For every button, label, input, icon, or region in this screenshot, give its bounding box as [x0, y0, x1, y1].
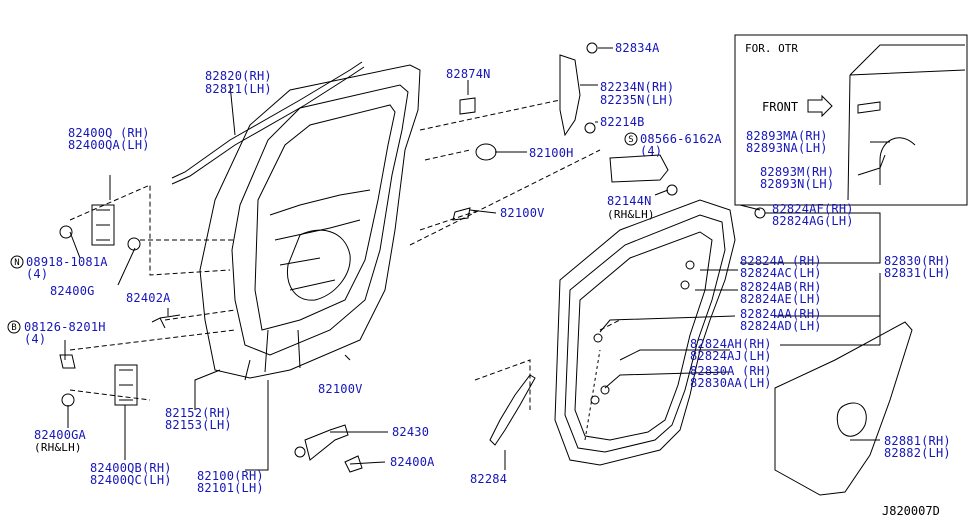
part-label-82824a: 82824A (RH)	[740, 254, 822, 268]
circle-s-marker: S	[628, 135, 633, 145]
part-label-82893m: 82893M(RH)	[760, 165, 835, 179]
part-label-82830a: 82830A (RH)	[690, 364, 772, 378]
part-label-82144n: 82144N	[607, 194, 652, 208]
door-weatherstrip	[554, 199, 736, 466]
part-label-82400qc: 82400QC(LH)	[90, 473, 172, 487]
door-check-link	[304, 424, 349, 461]
part-label-08126-qty: (4)	[24, 332, 47, 346]
partition-seal	[489, 374, 536, 446]
upper-molding	[609, 154, 669, 183]
part-label-82824ab: 82824AB(RH)	[740, 280, 822, 294]
part-label-82830aa: 82830AA(LH)	[690, 376, 772, 390]
part-label-82824ah: 82824AH(RH)	[690, 337, 772, 351]
circle-b-marker: B	[11, 323, 16, 333]
inset-car-body	[847, 44, 966, 201]
part-label-82400g: 82400G	[50, 284, 95, 298]
hinge-bolt-lower	[61, 393, 75, 407]
part-label-82824af: 82824AF(RH)	[772, 202, 854, 216]
part-label-08126: 08126-8201H	[24, 320, 106, 334]
door-shell-outline	[199, 64, 421, 379]
front-label: FRONT	[762, 100, 799, 114]
part-label-82234n: 82234N(RH)	[600, 80, 675, 94]
part-label-82824aa: 82824AA(RH)	[740, 307, 822, 321]
part-label-82893ma: 82893MA(RH)	[746, 129, 828, 143]
part-label-08566: 08566-6162A	[640, 132, 722, 146]
part-label-82881: 82881(RH)	[884, 434, 951, 448]
hinge-bolt-upper-right	[127, 237, 141, 251]
part-label-82893n: 82893N(LH)	[760, 177, 835, 191]
part-label-82831: 82831(LH)	[884, 266, 951, 280]
part-label-82830: 82830(RH)	[884, 254, 951, 268]
part-label-82153: 82153(LH)	[165, 418, 232, 432]
part-label-82214b: 82214B	[600, 115, 645, 129]
circle-n-marker: N	[14, 258, 19, 268]
part-label-82400q: 82400Q (RH)	[68, 126, 150, 140]
part-label-82235n: 82235N(LH)	[600, 93, 675, 107]
part-label-82824aj: 82824AJ(LH)	[690, 349, 772, 363]
diagram-code: J820007D	[882, 504, 940, 518]
part-label-82820: 82820(RH)	[205, 69, 272, 83]
inset-box	[734, 34, 968, 206]
part-label-82400a: 82400A	[390, 455, 435, 469]
part-label-08918-qty: (4)	[26, 267, 49, 281]
door-sealing-screen	[774, 321, 913, 496]
lower-hinge	[114, 364, 138, 406]
part-label-82400qb: 82400QB(RH)	[90, 461, 172, 475]
part-label-82100: 82100(RH)	[197, 469, 264, 483]
part-label-08566-qty: (4)	[640, 144, 663, 158]
part-label-82100v-upper: 82100V	[500, 206, 545, 220]
part-label-82834a: 82834A	[615, 41, 660, 55]
part-label-82284: 82284	[470, 472, 508, 486]
part-label-82874n: 82874N	[446, 67, 491, 81]
part-label-82882: 82882(LH)	[884, 446, 951, 460]
part-label-82100h: 82100H	[529, 146, 574, 160]
hinge-bolt-upper-left	[59, 225, 73, 239]
upper-hinge	[91, 204, 115, 246]
part-label-82400qa: 82400QA(LH)	[68, 138, 150, 152]
outer-weatherstrip	[171, 61, 365, 185]
part-label-82430: 82430	[392, 425, 430, 439]
part-label-82824ad: 82824AD(LH)	[740, 319, 822, 333]
part-label-82821: 82821(LH)	[205, 82, 272, 96]
sash-guide	[559, 54, 581, 137]
part-label-82824ae: 82824AE(LH)	[740, 292, 822, 306]
part-label-82100v-lower: 82100V	[318, 382, 363, 396]
part-label-82400ga-side: (RH&LH)	[34, 441, 82, 454]
part-label-82144n-side: (RH&LH)	[607, 208, 655, 221]
part-label-82824ag: 82824AG(LH)	[772, 214, 854, 228]
door-shell-inner-frame	[231, 84, 409, 356]
part-label-82101: 82101(LH)	[197, 481, 264, 495]
part-label-08918: 08918-1081A	[26, 255, 108, 269]
part-label-82400ga: 82400GA	[34, 428, 86, 442]
part-label-82824ac: 82824AC(LH)	[740, 266, 822, 280]
inset-title: FOR. OTR	[745, 42, 798, 55]
part-label-82152: 82152(RH)	[165, 406, 232, 420]
part-label-82893na: 82893NA(LH)	[746, 141, 828, 155]
part-label-82402a: 82402A	[126, 291, 171, 305]
